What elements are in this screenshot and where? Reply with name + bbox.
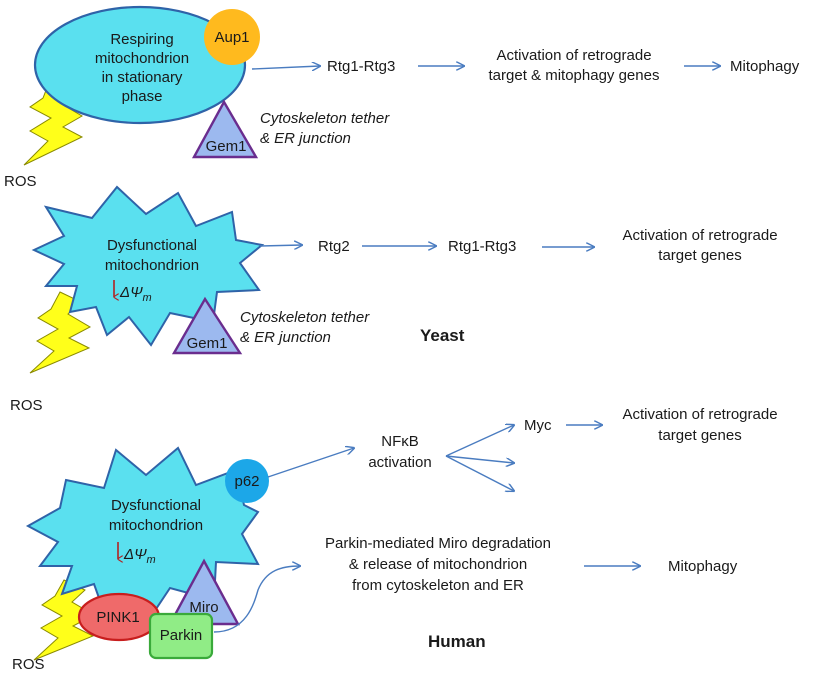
miro-degradation-line-3: from cytoskeleton and ER bbox=[352, 577, 524, 594]
arrow-aup1-to-rtg13 bbox=[251, 66, 320, 69]
organism-label-yeast: Yeast bbox=[420, 326, 465, 345]
lightning-bolt-icon bbox=[33, 579, 96, 661]
p62-node bbox=[225, 459, 269, 503]
activation-label-line-2: target & mitophagy genes bbox=[489, 67, 660, 84]
arrow-mito-to-rtg2 bbox=[259, 245, 302, 246]
panel-yeast-respiring: Respiring mitochondrion in stationary ph… bbox=[4, 5, 800, 190]
membrane-potential-symbol: ΔΨm bbox=[119, 284, 152, 304]
mito-label-line-1: Respiring bbox=[110, 31, 173, 48]
arrow-parkin-to-miro-degradation bbox=[213, 566, 300, 633]
ros-label: ROS bbox=[12, 656, 45, 673]
arrow-nfkb-to-myc bbox=[445, 425, 514, 457]
arrow-nfkb-branch-3 bbox=[445, 455, 514, 491]
membrane-potential-symbol: ΔΨm bbox=[123, 546, 156, 566]
mitophagy-label: Mitophagy bbox=[730, 58, 800, 75]
pink1-label: PINK1 bbox=[96, 609, 139, 626]
p62-label: p62 bbox=[234, 473, 259, 490]
arrow-p62-to-nfkb bbox=[267, 448, 354, 478]
lightning-bolt-icon bbox=[29, 291, 92, 374]
rtg13-label: Rtg1-Rtg3 bbox=[448, 238, 516, 255]
respiring-mitochondrion bbox=[33, 5, 247, 125]
gem1-label: Gem1 bbox=[187, 335, 228, 352]
tether-label-line-1: Cytoskeleton tether bbox=[240, 309, 370, 326]
gem1-triangle bbox=[191, 99, 259, 159]
mito-label-line-4: phase bbox=[122, 88, 163, 105]
panel-human: Dysfunctional mitochondrion ΔΨm p62 Miro… bbox=[12, 406, 778, 673]
mito-label-line-1: Dysfunctional bbox=[111, 497, 201, 514]
miro-degradation-line-1: Parkin-mediated Miro degradation bbox=[325, 535, 551, 552]
activation-label-line-1: Activation of retrograde bbox=[622, 227, 777, 244]
gem1-triangle bbox=[171, 296, 243, 355]
parkin-node bbox=[148, 612, 214, 660]
rtg13-label: Rtg1-Rtg3 bbox=[327, 58, 395, 75]
aup1-node bbox=[204, 9, 260, 65]
activation-label-line-1: Activation of retrograde bbox=[622, 406, 777, 423]
mitophagy-label: Mitophagy bbox=[668, 558, 738, 575]
aup1-label: Aup1 bbox=[214, 29, 249, 46]
tether-label-line-1: Cytoskeleton tether bbox=[260, 110, 390, 127]
organism-label-human: Human bbox=[428, 632, 486, 651]
tether-label-line-2: & ER junction bbox=[240, 329, 331, 346]
mito-label-line-2: mitochondrion bbox=[105, 257, 199, 274]
mito-label-line-1: Dysfunctional bbox=[107, 237, 197, 254]
parkin-label: Parkin bbox=[160, 627, 203, 644]
activation-label-line-2: target genes bbox=[658, 427, 741, 444]
activation-label-line-1: Activation of retrograde bbox=[496, 47, 651, 64]
panel-yeast-dysfunctional: Dysfunctional mitochondrion ΔΨm Gem1 Cyt… bbox=[10, 185, 778, 414]
mito-label-line-3: in stationary bbox=[102, 69, 183, 86]
tether-label-line-2: & ER junction bbox=[260, 130, 351, 147]
arrow-nfkb-branch-2 bbox=[445, 455, 514, 463]
nfkb-label-line-2: activation bbox=[368, 454, 431, 471]
miro-label: Miro bbox=[189, 599, 218, 616]
ros-label: ROS bbox=[4, 173, 37, 190]
activation-label-line-2: target genes bbox=[658, 247, 741, 264]
ros-label: ROS bbox=[10, 397, 43, 414]
rtg2-label: Rtg2 bbox=[318, 238, 350, 255]
miro-degradation-line-2: & release of mitochondrion bbox=[349, 556, 527, 573]
myc-label: Myc bbox=[524, 417, 552, 434]
mito-label-line-2: mitochondrion bbox=[109, 517, 203, 534]
nfkb-label-line-1: NFκB bbox=[381, 433, 419, 450]
gem1-label: Gem1 bbox=[206, 138, 247, 155]
mito-label-line-2: mitochondrion bbox=[95, 50, 189, 67]
